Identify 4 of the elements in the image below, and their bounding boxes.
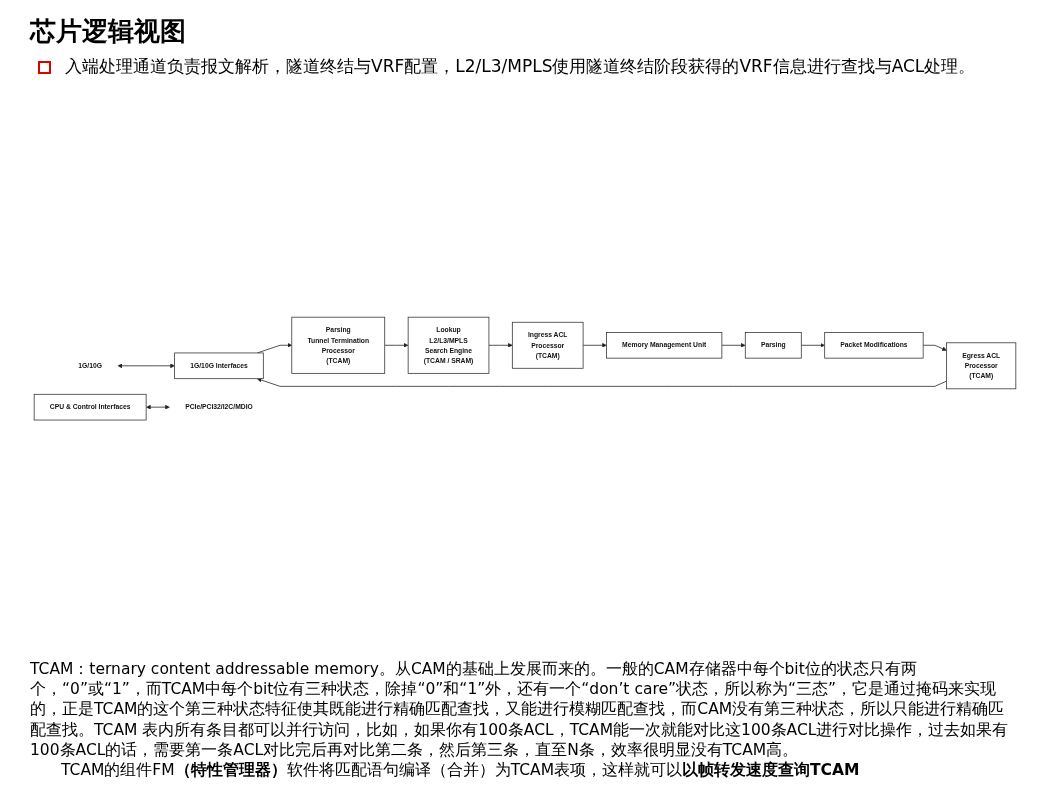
- note-paragraph: TCAM：ternary content addressable memory。从CAM的基础上发展而来的。一般的CAM存储器中每个bit位的状态只有两个，“0”或“1”，而TCAM中每个bit位有三种状态，除掉“0”和“1”外，还有一个“don’t care”状态，所以称为“三态”，它是通过掩码来实现的，正是TCAM的这个第三种状态特征使其既能进行精确匹配查找，又能进行模糊匹配查找，而CAM没有第三种状态，所以只能进行精确匹配查找。TCAM 表内所有条目都可以并行访问，比如，如果你有100条ACL，TCAM能一次就能对比这100条ACL进行对比操作，过去如果有100条ACL的话，需要第一条ACL对比完后再对比第二条，然后第三条，直至N条，效率很明显没有TCAM高。: [30, 659, 1010, 760]
- bullet-text: 入端处理通道负责报文解析，隧道终结与VRF配置，L2/L3/MPLS使用隧道终结阶段获得的VRF信息进行查找与ACL处理。: [65, 55, 976, 78]
- title: 芯片逻辑视图: [30, 15, 187, 48]
- note-paragraph: TCAM的组件FM（特性管理器）软件将匹配语句编译（合并）为TCAM表项，这样就可以以帧转发速度查询TCAM: [60, 759, 861, 780]
